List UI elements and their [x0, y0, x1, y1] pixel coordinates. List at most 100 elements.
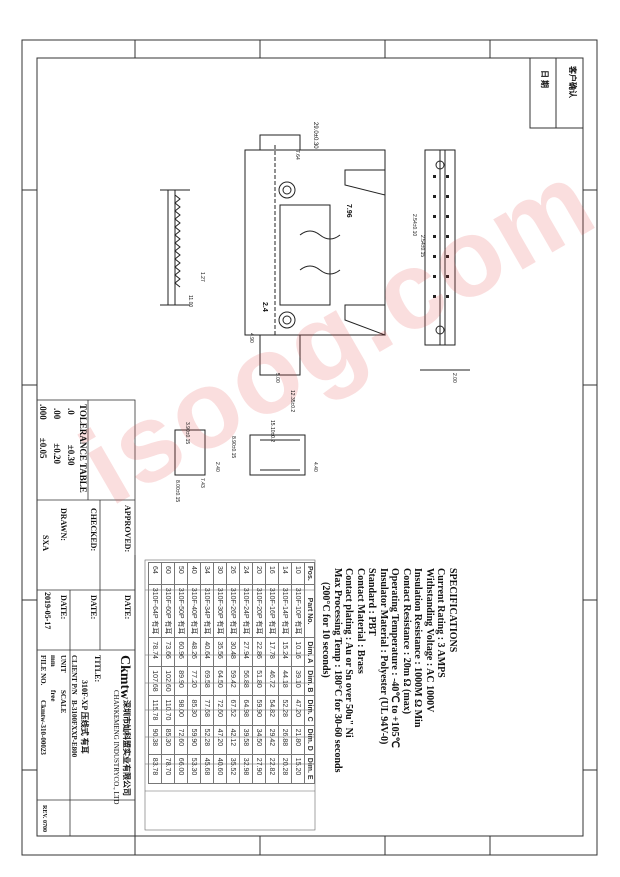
- table-cell: 102.60: [161, 666, 175, 696]
- table-cell: 22.82: [265, 754, 279, 784]
- drawn-by: SXA: [41, 535, 50, 552]
- table-cell: 34: [200, 562, 214, 585]
- table-cell: 16: [265, 562, 279, 585]
- dim-12-35: 12.35±0.2: [289, 390, 295, 413]
- spec-line: Contact Resistance : 20m Ω (max): [401, 568, 412, 715]
- connector-end-view: [174, 429, 306, 476]
- table-cell: 10.16: [291, 637, 305, 667]
- table-cell: 39.10: [291, 666, 305, 696]
- table-cell: 310F-10P 有耳: [291, 584, 305, 638]
- checked-label: CHECKED:: [89, 508, 98, 552]
- dim-top-width: 29.0±0.30: [312, 122, 318, 149]
- client-pn-value: B-3100FXXP-E800: [70, 700, 78, 758]
- table-header-cell: Dim. A: [304, 637, 315, 667]
- spec-line: Contact plating : Au or Sn over 50u" Ni: [343, 568, 355, 738]
- tolerance-row: .00±0.20: [52, 408, 62, 464]
- table-cell: 20.28: [278, 754, 292, 784]
- table-cell: 310F-60P 有耳: [161, 584, 175, 638]
- dim-2-4: 2.4: [261, 302, 268, 312]
- title-label: TITLE:: [93, 655, 102, 683]
- table-cell: 46.72: [265, 666, 279, 696]
- table-cell: 64: [148, 562, 162, 585]
- table-cell: 310F-64P 有耳: [148, 584, 162, 638]
- connector-side-view: [420, 149, 470, 371]
- spec-line: Withstanding Voltage : AC 1000V: [424, 568, 435, 713]
- table-cell: 30: [213, 562, 227, 585]
- table-cell: 32.98: [239, 754, 253, 784]
- table-cell: 310F-50P 有耳: [174, 584, 188, 638]
- specifications-title: SPECIFICATIONS: [447, 568, 458, 653]
- file-no-label: FILE NO.: [39, 655, 47, 686]
- dim-15-10: 15.10±0.2: [269, 420, 275, 443]
- title-value: 310F-XP 压线式 有耳: [80, 680, 89, 754]
- table-cell: 73.66: [161, 637, 175, 667]
- customer-confirm-label: 客户确认: [568, 66, 577, 98]
- specifications-block: SPECIFICATIONS Current Rating : 3 AMPS W…: [320, 568, 459, 772]
- spec-line: Standard : PBT: [366, 568, 378, 636]
- tolerance-row: .0±0.30: [66, 408, 76, 465]
- table-cell: 60.96: [174, 637, 188, 667]
- table-cell: 310F-34P 有耳: [200, 584, 214, 638]
- dim-2-54b: 2.54±0.15: [419, 235, 425, 258]
- spec-line: Insulator Material : Polyester (UL 94V-0…: [378, 568, 389, 745]
- table-cell: 26: [226, 562, 240, 585]
- table-cell: 20: [252, 562, 266, 585]
- dim-2-54: 2.54±0.10: [411, 214, 417, 237]
- table-cell: 64.50: [213, 666, 227, 696]
- date-label-cn: 日 期: [540, 70, 549, 88]
- table-cell: 40.64: [200, 637, 214, 667]
- dim-8-90: 8.90±0.15: [230, 436, 236, 459]
- table-header-cell: Dim. D: [304, 725, 315, 755]
- dim-4-40: 4.40: [312, 462, 318, 472]
- tolerance-value: ±0.05: [38, 437, 48, 459]
- table-cell: 22.86: [252, 637, 266, 667]
- table-cell: 89.90: [174, 666, 188, 696]
- table-header-cell: Dim. E: [304, 754, 315, 784]
- table-cell: 10: [291, 562, 305, 585]
- spec-line: Contact Material : Brass: [355, 568, 366, 674]
- unit-label: UNIT: [59, 655, 67, 673]
- tolerance-key: .0: [66, 408, 76, 415]
- table-cell: 66.00: [174, 754, 188, 784]
- table-cell: 50: [174, 562, 188, 585]
- spec-line: Insulation Resistance : 1000M Ω Min: [412, 568, 424, 728]
- table-cell: 115.78: [148, 695, 162, 726]
- table-cell: 47.20: [291, 695, 305, 726]
- table-cell: 107.68: [148, 666, 162, 696]
- table-header-cell: Dim. C: [304, 695, 315, 726]
- date-label-1: DATE:: [123, 595, 132, 620]
- dim-2-40: 2.40: [214, 462, 220, 472]
- connector-profile-view: [160, 189, 190, 306]
- table-cell: 310F-14P 有耳: [278, 584, 292, 638]
- table-cell: 40.60: [213, 754, 227, 784]
- date-value: 2019-05-17: [43, 592, 52, 630]
- rev-value: 0700: [41, 820, 47, 832]
- tolerance-row: .000±0.05: [38, 404, 48, 458]
- client-pn-label: CLIENT P/N: [70, 655, 78, 695]
- table-cell: 52.28: [278, 695, 292, 726]
- table-cell: 67.52: [226, 695, 240, 726]
- date-label-3: DATE:: [59, 595, 68, 620]
- table-cell: 29.42: [265, 725, 279, 755]
- table-cell: 110.70: [161, 695, 175, 726]
- table-cell: 59.90: [187, 725, 201, 755]
- table-cell: 60: [161, 562, 175, 585]
- spec-line: Current Rating : 3 AMPS: [435, 568, 447, 678]
- table-cell: 27.94: [239, 637, 253, 667]
- table-cell: 44.18: [278, 666, 292, 696]
- table-cell: 27.90: [252, 754, 266, 784]
- table-cell: 77.20: [187, 666, 201, 696]
- table-header-cell: Pos.: [304, 562, 315, 585]
- file-no-value: Ckmtw-310-00023: [39, 700, 47, 755]
